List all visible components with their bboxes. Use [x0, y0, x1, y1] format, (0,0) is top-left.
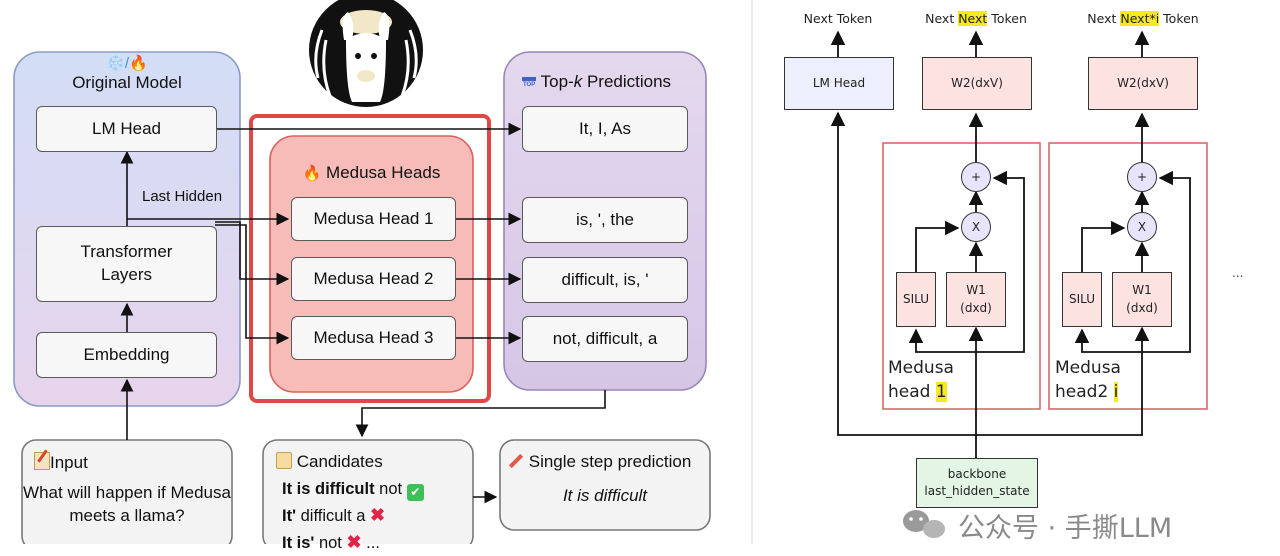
candidates-region — [262, 439, 474, 544]
w2-block-1: W2(dxV) — [922, 57, 1032, 110]
silu-block-2: SILU — [1062, 272, 1102, 327]
w2-block-2: W2(dxV) — [1088, 57, 1198, 110]
next-i-token-label: Next Next*i Token — [1087, 11, 1199, 26]
input-title-label: Input — [50, 453, 88, 472]
candidates-title-label: Candidates — [296, 452, 383, 471]
medusa-outer-frame — [249, 114, 491, 403]
medusa-heads-label: Medusa Heads — [326, 163, 441, 182]
single-step-title: Single step prediction — [508, 452, 708, 472]
original-model-title: ❄️/🔥 Original Model — [14, 55, 240, 93]
medusa-head-1: Medusa Head 1 — [291, 197, 456, 241]
memo-icon — [34, 449, 50, 470]
next-next-token-label: Next Next Token — [925, 11, 1027, 26]
wechat-icon — [903, 510, 945, 538]
medusa-head-2: Medusa Head 2 — [291, 257, 456, 301]
watermark-text: 公众号 · 手撕LLM — [958, 513, 1173, 544]
candidate-row: It is' not ✖ ... — [282, 531, 380, 552]
medusa-head-3: Medusa Head 3 — [291, 316, 456, 360]
input-text: What will happen if Medusa meets a llama… — [23, 483, 231, 526]
silu-block-1: SILU — [896, 272, 936, 327]
topk-row-3: difficult, is, ' — [522, 257, 688, 303]
plus-node-1: + — [961, 162, 991, 192]
single-step-text: It is difficult — [562, 486, 648, 505]
topk-row-2: is, ', the — [522, 197, 688, 243]
topk-row-1: It, I, As — [522, 106, 688, 152]
snowflake-fire-icon: ❄️/🔥 — [106, 55, 148, 72]
topk-title-post: Predictions — [582, 72, 672, 91]
input-title: Input — [34, 449, 88, 473]
plus-node-2: + — [1127, 162, 1157, 192]
multiply-node-2: X — [1127, 212, 1157, 242]
last-hidden-label: Last Hidden — [142, 188, 223, 205]
more-heads-ellipsis: ... — [1232, 266, 1244, 280]
medusa-heads-title: 🔥 Medusa Heads — [270, 163, 473, 183]
arrow-backbone-to-silu1 — [908, 328, 976, 353]
candidate-row: It' difficult a ✖ — [282, 504, 386, 525]
arrow-backbone-to-head2 — [976, 326, 1150, 436]
w1-block-2: W1(dxd) — [1112, 272, 1172, 327]
candidate-row: It is difficult not ✔ — [282, 478, 424, 502]
medusa-llama-logo — [309, 0, 423, 107]
scroll-icon — [276, 452, 292, 469]
embedding-box: Embedding — [36, 332, 217, 378]
candidates-list: It is difficult not ✔ It' difficult a ✖ … — [282, 478, 424, 556]
arrow-topk-to-candidates — [355, 390, 606, 438]
arrow-backbone-skip1 — [976, 170, 1025, 353]
topk-title: TOP Top-k Predictions — [522, 72, 702, 92]
fire-icon: 🔥 — [302, 165, 322, 182]
topk-row-4: not, difficult, a — [522, 316, 688, 362]
arrow-hidden-to-head2 — [215, 221, 290, 286]
cross-icon: ✖ — [370, 504, 386, 525]
topk-title-pre: Top- — [540, 72, 574, 91]
cross-icon: ✖ — [346, 531, 362, 552]
transformer-layers-box: Transformer Layers — [36, 226, 217, 302]
medusa-head2-frame — [1048, 142, 1208, 410]
topk-title-k: k — [573, 72, 583, 91]
single-step-title-label: Single step prediction — [528, 452, 692, 471]
arrow-backbone-skip2 — [1142, 170, 1191, 353]
multiply-node-1: X — [961, 212, 991, 242]
arrow-hidden-to-head3 — [215, 224, 290, 345]
w1-block-1: W1(dxd) — [946, 272, 1006, 327]
arrow-silu1-to-times1 — [915, 220, 960, 272]
lm-head-box: LM Head — [36, 106, 217, 152]
original-model-label: Original Model — [72, 72, 182, 92]
next-token-label: Next Token — [803, 11, 873, 26]
medusa-head1-frame — [882, 142, 1041, 410]
arrow-silu2-to-times2 — [1081, 220, 1126, 272]
lm-head-block: LM Head — [784, 57, 894, 110]
pencil-icon — [508, 453, 524, 469]
single-step-region — [499, 439, 711, 531]
candidates-title: Candidates — [276, 452, 383, 472]
check-icon: ✔ — [406, 484, 424, 501]
top-icon: TOP — [522, 76, 537, 89]
arrow-backbone-to-lmhead — [830, 111, 976, 436]
arrow-backbone-to-silu2 — [1074, 328, 1142, 353]
